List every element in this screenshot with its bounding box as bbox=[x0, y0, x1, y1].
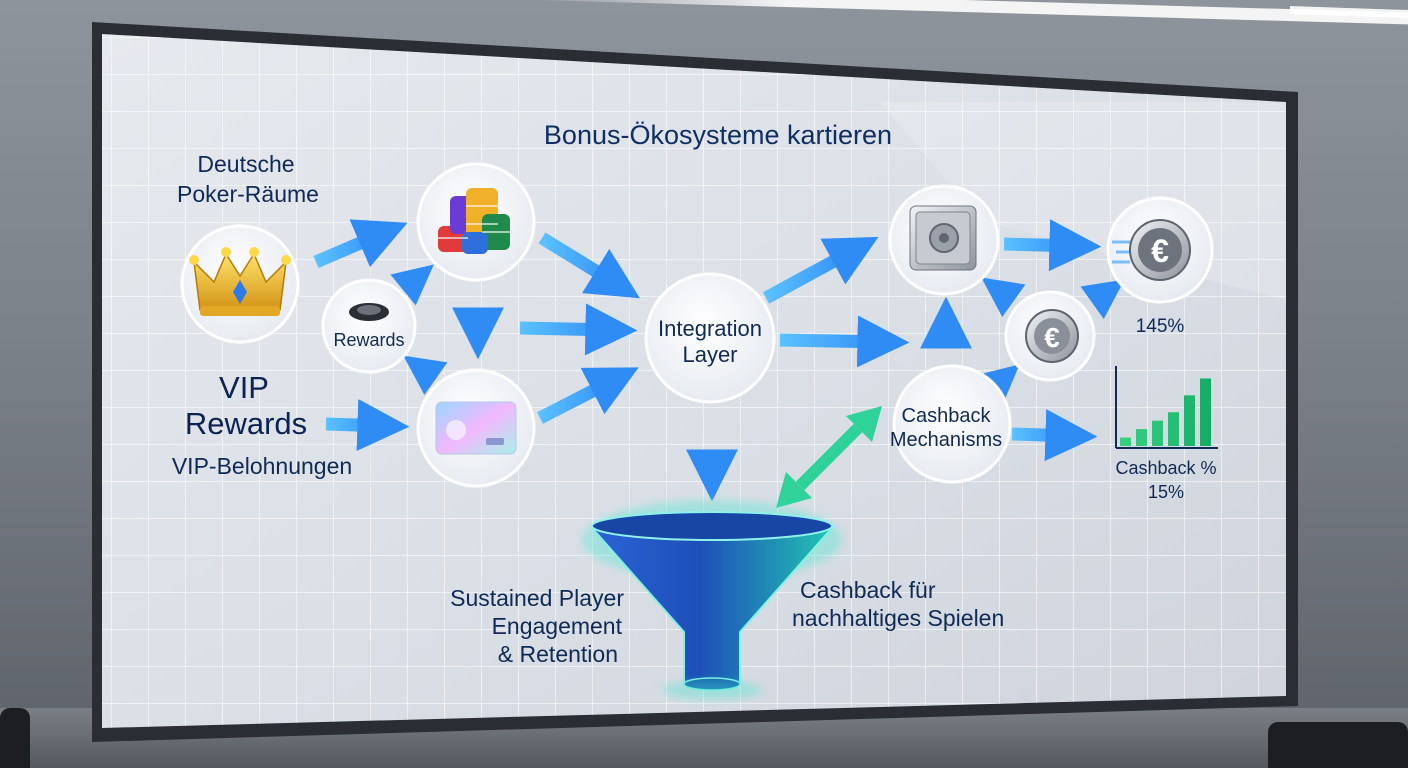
chart-bar-5 bbox=[1184, 395, 1195, 446]
chart-bar-1 bbox=[1120, 438, 1131, 446]
cashback-label-line2: Mechanisms bbox=[890, 429, 1002, 451]
left-label-line2: Poker-Räume bbox=[177, 181, 319, 207]
arrow-cashback-to-chart bbox=[1012, 434, 1074, 436]
chart-bar-6 bbox=[1200, 378, 1211, 446]
svg-text:€: € bbox=[1044, 322, 1060, 353]
integration-label-line1: Integration bbox=[658, 316, 762, 341]
rewards-node-label: Rewards bbox=[333, 330, 404, 350]
chart-bar-4 bbox=[1168, 412, 1179, 446]
arrow-vault-to-coin bbox=[1004, 244, 1078, 246]
cashback-label-line1: Cashback bbox=[902, 405, 992, 427]
vip-label-line1: VIP bbox=[219, 370, 269, 405]
left-label-line1: Deutsche bbox=[197, 151, 294, 177]
euro-coin-icon: € bbox=[1026, 310, 1078, 362]
node-euro-large: € bbox=[1108, 198, 1212, 302]
chart-label-line2: 15% bbox=[1148, 482, 1184, 502]
funnel-left-line1: Sustained Player bbox=[450, 585, 624, 611]
node-crown bbox=[182, 226, 298, 342]
integration-label-line2: Layer bbox=[682, 342, 737, 367]
chart-label-line1: Cashback % bbox=[1115, 458, 1216, 478]
arrow-integration-to-cashback bbox=[780, 340, 886, 342]
arrow-rewards-to-integration bbox=[520, 328, 614, 330]
percent-label: 145% bbox=[1136, 316, 1185, 337]
chart-bar-3 bbox=[1152, 421, 1163, 446]
node-euro-small: € bbox=[1006, 292, 1094, 380]
chart-bar-2 bbox=[1136, 429, 1147, 446]
funnel-left-line3: & Retention bbox=[498, 641, 618, 667]
diagram-title: Bonus-Ökosysteme kartieren bbox=[544, 120, 892, 150]
safe-icon bbox=[910, 206, 976, 270]
funnel-left-line2: Engagement bbox=[492, 613, 623, 639]
vip-sub-label: VIP-Belohnungen bbox=[172, 453, 352, 479]
node-chips bbox=[418, 164, 534, 280]
funnel-right-line1: Cashback für bbox=[800, 577, 936, 603]
node-vault bbox=[890, 186, 998, 294]
vip-label-line2: Rewards bbox=[185, 406, 307, 441]
node-integration: Integration Layer bbox=[646, 274, 774, 402]
funnel-right-line2: nachhaltiges Spielen bbox=[792, 605, 1004, 631]
node-rewards: Rewards bbox=[323, 280, 415, 372]
arrow-vip-to-card bbox=[326, 424, 386, 426]
svg-text:€: € bbox=[1151, 233, 1169, 269]
node-card bbox=[418, 370, 534, 486]
